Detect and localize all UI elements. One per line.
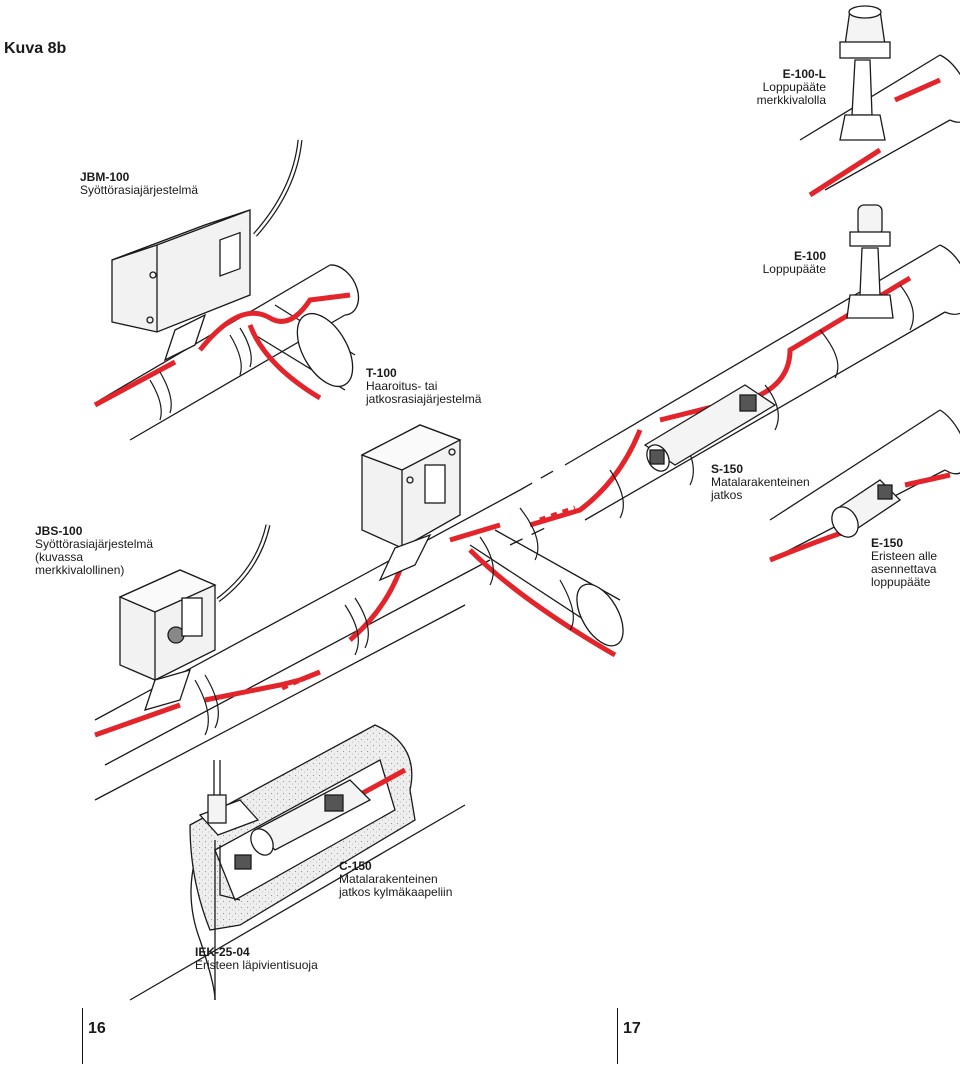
s150-splice: [643, 384, 777, 472]
t100-junction-box: [360, 424, 462, 582]
c150-splice: [219, 779, 372, 901]
label-jbm100: JBM-100 Syöttörasiajärjestelmä: [80, 170, 199, 197]
jbs100-junction-box: [118, 524, 271, 711]
page-number-left-box: 16: [82, 1008, 111, 1064]
e150-end-cap: [831, 479, 902, 538]
page-number-right: 17: [623, 1020, 641, 1037]
figure-title: Kuva 8b: [4, 40, 67, 57]
label-s150: S-150 Matalarakenteinen jatkos: [711, 462, 810, 502]
heating-cable-top-right: [808, 77, 942, 198]
jbm100-junction-box: [111, 139, 303, 362]
iek2504-entry-kit: [198, 760, 260, 1000]
label-e100: E-100 Loppupääte: [762, 249, 826, 276]
pipe-bottom: [94, 604, 466, 1001]
e100l-end-seal: [839, 5, 891, 141]
label-c150: C-150 Matalarakenteinen jatkos kylmäkaap…: [339, 859, 453, 899]
heating-cable-main: [94, 275, 912, 738]
label-t100: T-100 Haaroitus- tai jatkosrasiajärjeste…: [366, 366, 482, 406]
label-iek2504: IEK-25-04 Eristeen läpivientisuoja: [195, 945, 318, 972]
label-e100l: E-100-L Loppupääte merkkivalolla: [756, 67, 826, 107]
heating-cable-top-left: [93, 292, 351, 408]
label-jbs100: JBS-100 Syöttörasiajärjestelmä (kuvassa …: [35, 524, 154, 577]
page-number-left: 16: [88, 1020, 106, 1037]
label-e150: E-150 Eristeen alle asennettava loppupää…: [871, 536, 938, 589]
pipe-bands-top-left: [149, 327, 252, 421]
e100-end-seal: [846, 204, 894, 319]
page-number-right-box: 17: [617, 1008, 646, 1064]
pipe-bands-main: [194, 284, 914, 736]
